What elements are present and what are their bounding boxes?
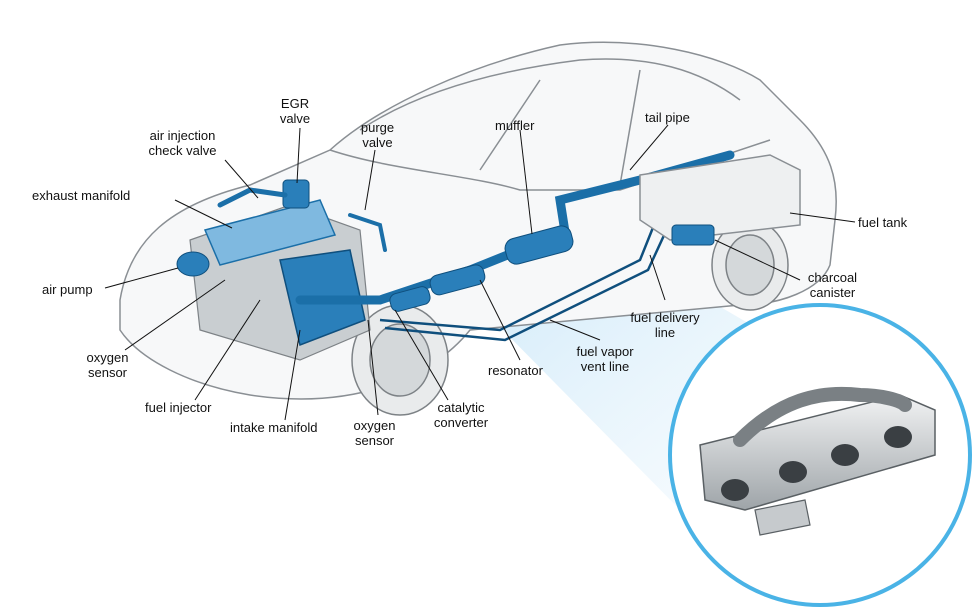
rear-wheel <box>711 219 789 311</box>
leader-lines <box>104 124 856 421</box>
fuel-tank-part <box>639 154 801 241</box>
label-fuel-vapor-vent-line: fuel vapor vent line <box>576 344 634 374</box>
label-muffler: muffler <box>495 118 535 133</box>
label-oxygen-sensor-front: oxygen sensor <box>86 350 129 380</box>
catalytic-converter-part <box>389 286 431 312</box>
label-air-pump: air pump <box>42 282 93 297</box>
label-purge-valve: purge valve <box>360 120 395 150</box>
resonator-part <box>429 264 486 296</box>
label-resonator: resonator <box>488 363 543 378</box>
label-catalytic-converter: catalytic converter <box>433 400 489 430</box>
label-fuel-injector: fuel injector <box>145 400 212 415</box>
label-air-injection-check-valve: air injection check valve <box>148 128 217 158</box>
charcoal-canister-part <box>671 224 715 246</box>
label-fuel-delivery-line: fuel delivery line <box>630 310 700 340</box>
zoom-inset <box>668 303 972 607</box>
fuel-lines <box>379 209 674 342</box>
label-oxygen-sensor-rear: oxygen sensor <box>353 418 396 448</box>
label-exhaust-manifold: exhaust manifold <box>32 188 131 203</box>
label-fuel-tank: fuel tank <box>858 215 908 230</box>
air-pump-part <box>176 251 210 277</box>
exhaust-manifold-part <box>203 199 337 266</box>
label-tail-pipe: tail pipe <box>645 110 690 125</box>
label-egr-valve: EGR valve <box>279 96 311 126</box>
label-intake-manifold: intake manifold <box>230 420 318 435</box>
muffler-part <box>504 225 574 265</box>
label-charcoal-canister: charcoal canister <box>807 270 858 300</box>
